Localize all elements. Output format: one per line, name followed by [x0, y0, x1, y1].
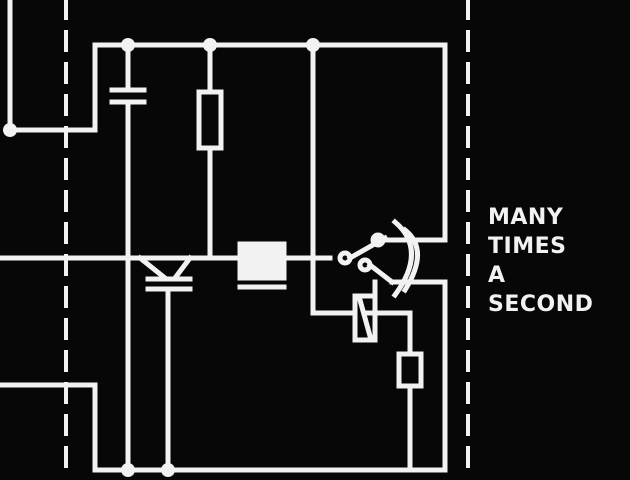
caption-line-3: A	[488, 263, 506, 288]
caption-line-4: SECOND	[488, 292, 594, 317]
coil-icon	[237, 241, 287, 290]
resistor-bottom-icon	[396, 351, 424, 389]
capacitor-icon	[109, 87, 147, 105]
resistor-top-icon	[196, 89, 224, 151]
caption-line-2: TIMES	[488, 234, 567, 259]
relay-feed	[310, 42, 413, 473]
relay-coil-icon	[352, 293, 378, 343]
caption-line-1: MANY	[488, 205, 564, 230]
boundary-dashes	[64, 0, 470, 480]
relay-coil-stripe	[356, 296, 374, 340]
junction-dots	[3, 38, 320, 477]
transistor-icon	[136, 254, 194, 473]
switch-icon	[337, 218, 448, 299]
caption-text: MANY TIMES A SECOND	[488, 203, 628, 319]
